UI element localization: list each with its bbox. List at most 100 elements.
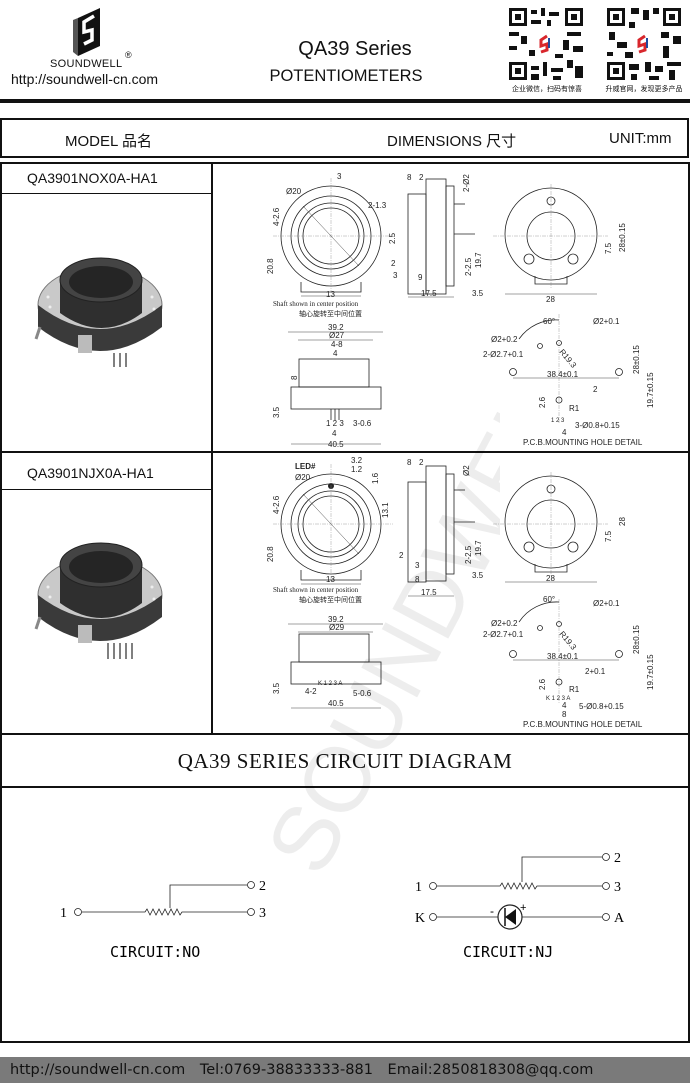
dimension-label: 3 (614, 880, 621, 895)
dimension-label: 2.6 (538, 396, 547, 408)
circuit-title: QA39 SERIES CIRCUIT DIAGRAM (177, 749, 513, 773)
dimension-label: 4 (332, 429, 337, 438)
unit-label: UNIT:mm (609, 130, 672, 147)
circuit-no-diagram: 1 2 3 CIRCUIT:NO (60, 879, 266, 961)
dimension-label: 19.7 (474, 252, 483, 268)
dimension-label: Ø2+0.1 (593, 317, 620, 326)
page-title: QA39 Series (298, 38, 412, 60)
dimension-label: K 1 2 3 A (318, 681, 342, 687)
model-name-2: QA3901NJX0A-HA1 (27, 465, 154, 481)
footer-tel: Tel:0769-38833333-881 (199, 1062, 373, 1078)
dimension-label: R19.3 (557, 630, 578, 653)
dimension-label: 5-Ø0.8+0.15 (579, 702, 624, 711)
dimension-label: 3.2 (351, 456, 363, 465)
dimension-label: SOUNDWELL (248, 380, 500, 889)
column-divider (211, 162, 213, 734)
model-cell-divider-2 (0, 489, 212, 490)
dimension-label: 3-Ø0.8+0.15 (575, 421, 620, 430)
soundwell-logo (73, 8, 100, 56)
dimension-label: 2 (593, 385, 598, 394)
side-view: 8 2 Ø2 2 3 8 2-2.5 19.7 17.5 3.5 (399, 458, 484, 597)
product-photo-2 (34, 542, 163, 659)
dimension-label: 20.8 (266, 546, 275, 562)
dimension-label: 8 (415, 575, 420, 584)
dimension-label: 39.2 (328, 615, 344, 624)
row-divider (0, 451, 690, 453)
header-website[interactable]: http://soundwell-cn.com (11, 71, 159, 87)
back-view: 7.5 28 28 (493, 472, 627, 583)
qr-caption-wechat: 企业微信，扫码有惊喜 (512, 86, 582, 93)
dimension-label: 40.5 (328, 699, 344, 708)
dimension-label: R19.3 (557, 348, 578, 371)
dimension-label: 60° (543, 317, 555, 326)
dimension-label: + (520, 902, 526, 914)
dimension-label: 3-0.6 (353, 419, 372, 428)
back-view: 7.5 28±0.15 28 (493, 184, 627, 304)
dimension-label: 9 (418, 273, 423, 282)
dimension-label: 2 (399, 551, 404, 560)
dimension-label: 38.4±0.1 (547, 652, 579, 661)
dimension-label: 8 (562, 710, 567, 719)
dimension-label: Ø2 (462, 465, 471, 476)
dimension-label: 3.5 (272, 406, 281, 418)
dimension-label: Ø2+0.2 (491, 619, 518, 628)
dimension-label: 40.5 (328, 440, 344, 449)
dimension-label: 2.6 (538, 678, 547, 690)
dimension-label: 4 (333, 349, 338, 358)
header: SOUNDWELL ® http://soundwell-cn.com QA39… (0, 0, 690, 100)
dimension-label: 28±0.15 (632, 345, 641, 374)
dimension-label: Shaft shown in center position (273, 300, 359, 308)
dimension-label: 19.7±0.15 (646, 654, 655, 690)
dimension-label: R1 (569, 404, 580, 413)
dimension-label: 4-2 (305, 687, 317, 696)
qr-caption-website: 升威官网，发现更多产品 (605, 86, 683, 93)
dimension-label: Ø27 (329, 331, 345, 340)
dimension-label: K 1 2 3 A (546, 696, 570, 702)
dimension-label: 1 2 3 (551, 418, 565, 424)
qr-code-website[interactable] (605, 6, 683, 82)
dimension-label: 38.4±0.1 (547, 370, 579, 379)
dimension-label: 2-2.5 (464, 545, 473, 564)
dimension-label: 2 (419, 458, 424, 467)
dimension-label: 2 (259, 879, 266, 894)
model-name-1: QA3901NOX0A-HA1 (27, 170, 158, 186)
dimension-label: 3 (259, 906, 266, 921)
dimension-label: 8 (290, 375, 299, 380)
dimension-label: Shaft shown in center position (273, 586, 359, 594)
dimension-label: 3 (393, 271, 398, 280)
dimension-label: 7.5 (604, 530, 613, 542)
model-column-header: MODEL 品名 (65, 133, 152, 150)
front-view: LED# 3.2 1.2 1.6 Ø20 4-2.6 13.1 20.8 13 … (266, 456, 393, 604)
dimension-label: 4-8 (331, 340, 343, 349)
dimension-label: 19.7 (474, 540, 483, 556)
dimension-label: 3.5 (272, 682, 281, 694)
dimension-label: 1 (415, 880, 422, 895)
dimension-label: 19.7±0.15 (646, 372, 655, 408)
pcb-hole-detail: 60° Ø2+0.1 Ø2+0.2 R19.3 2-Ø2.7+0.1 38.4±… (483, 595, 655, 729)
dimension-label: 39.2 (328, 323, 344, 332)
dimension-label: 17.5 (421, 289, 437, 298)
dimension-drawing-1: 3 Ø20 4-2.6 2-1.3 20.8 13 Shaft shown in… (266, 172, 655, 449)
dimension-label: - (490, 904, 494, 918)
circuit-section (0, 733, 690, 1043)
side-view: 8 2 2-Ø2 2.5 2 3 9 2-2.5 19.7 17.5 3.5 (388, 173, 484, 298)
product-table (0, 162, 690, 735)
dimension-label: CIRCUIT:NO (110, 943, 200, 961)
dimension-label: Ø29 (329, 623, 345, 632)
dimension-label: A (614, 911, 625, 926)
dimension-label: 3 (337, 172, 342, 181)
dimension-label: 7.5 (604, 242, 613, 254)
front-view: 3 Ø20 4-2.6 2-1.3 20.8 13 Shaft shown in… (266, 172, 393, 318)
dimension-label: 4 (562, 701, 567, 710)
qr-code-wechat[interactable] (507, 6, 585, 82)
dimension-label: 28±0.15 (618, 223, 627, 252)
dimension-label: P.C.B.MOUNTING HOLE DETAIL (523, 438, 643, 447)
page-subtitle: POTENTIOMETERS (269, 67, 423, 85)
dimension-label: 2-Ø2.7+0.1 (483, 630, 524, 639)
dimension-label: 5-0.6 (353, 689, 372, 698)
footer-email[interactable]: Email:2850818308@qq.com (387, 1062, 594, 1078)
footer-website[interactable]: http://soundwell-cn.com (10, 1062, 186, 1078)
dimension-label: 2-Ø2 (462, 174, 471, 192)
dimension-label: 3.5 (472, 571, 484, 580)
dimension-label: 28 (546, 574, 555, 583)
